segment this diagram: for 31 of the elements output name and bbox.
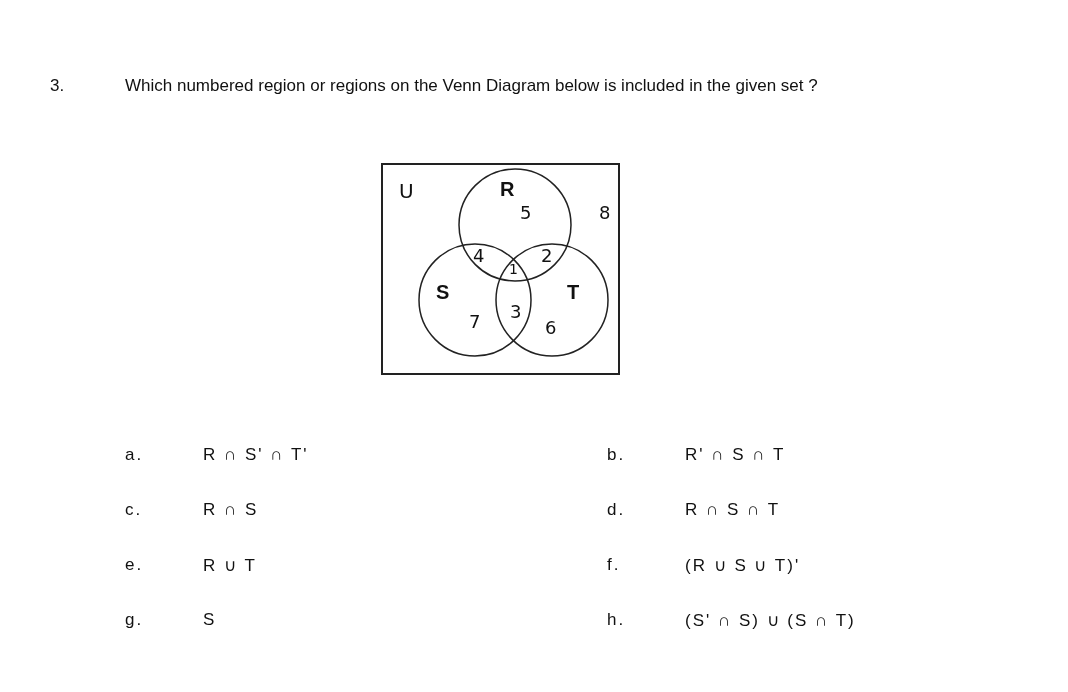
option-letter: h. — [607, 610, 626, 630]
set-expression: R ∩ S — [203, 500, 259, 520]
set-label: T — [567, 281, 580, 304]
option-letter: e. — [125, 555, 144, 575]
region-number: 1 — [509, 261, 518, 277]
question-number: 3. — [50, 76, 65, 96]
set-expression: R ∩ S ∩ T — [685, 500, 781, 520]
region-number: 2 — [541, 245, 553, 266]
option-letter: c. — [125, 500, 143, 520]
option-letter: b. — [607, 445, 626, 465]
region-number: 4 — [473, 245, 485, 266]
set-label: R — [500, 178, 515, 201]
set-label: U — [399, 179, 414, 203]
set-expression: S — [203, 610, 217, 630]
option-letter: d. — [607, 500, 626, 520]
region-number: 3 — [510, 301, 522, 322]
question-text: Which numbered region or regions on the Venn Diagram below is included in the given set ? — [125, 76, 819, 96]
set-expression: (R ∪ S ∪ T)' — [685, 555, 801, 576]
set-expression: R ∩ S' ∩ T' — [203, 445, 309, 465]
region-number: 6 — [545, 317, 557, 338]
set-expression: R' ∩ S ∩ T — [685, 445, 786, 465]
region-number: 5 — [520, 202, 532, 223]
universe-box — [381, 163, 620, 375]
set-label: S — [436, 281, 450, 304]
set-expression: R ∪ T — [203, 555, 257, 576]
option-letter: a. — [125, 445, 144, 465]
region-number: 7 — [469, 311, 481, 332]
option-letter: g. — [125, 610, 144, 630]
region-number: 8 — [599, 202, 611, 223]
option-letter: f. — [607, 555, 621, 575]
set-expression: (S' ∩ S) ∪ (S ∩ T) — [685, 610, 856, 631]
